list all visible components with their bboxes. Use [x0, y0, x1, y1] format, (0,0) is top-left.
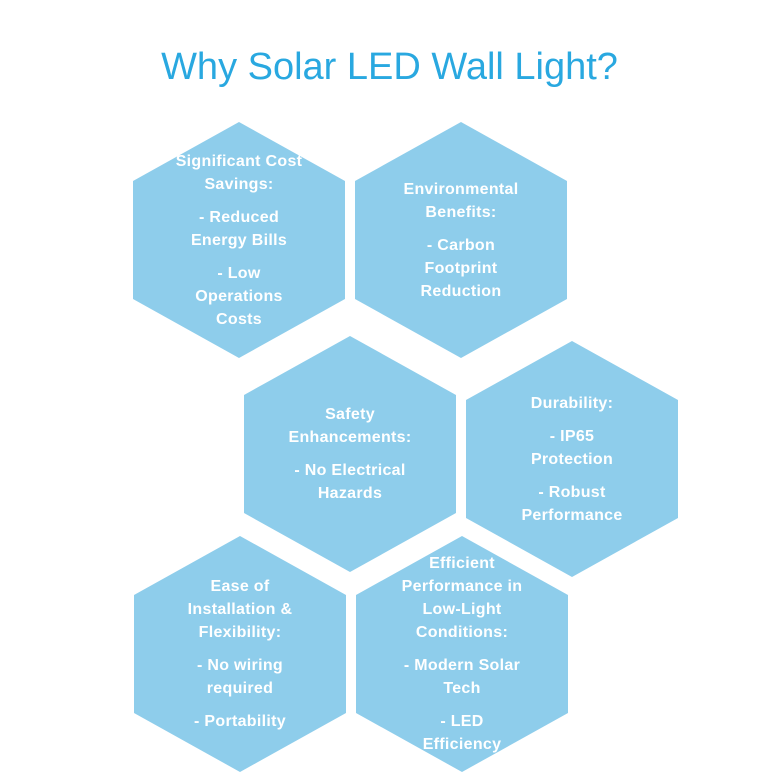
hexagon-shape-icon [356, 536, 568, 772]
hexagon-text-block: Efficient Performance in Low-Light Condi… [356, 536, 568, 772]
hexagon-bullet: - LED Efficiency [422, 713, 502, 753]
hexagon-heading: Significant Cost Savings: [175, 152, 303, 193]
hexagon-cost-savings: Significant Cost Savings: - Reduced Ener… [133, 122, 345, 358]
hexagon-shape-icon [355, 122, 567, 358]
hexagon-bullet: - No wiring required [197, 657, 283, 697]
hexagon-bullet: - Robust Performance [521, 483, 623, 524]
hexagon-text-block: Ease of Installation & Flexibility: - No… [134, 536, 346, 772]
hexagon-text-block: Safety Enhancements: - No Electrical Haz… [244, 336, 456, 572]
hexagon-bullet: - No Electrical Hazards [294, 462, 406, 502]
hexagon-bullet: - Portability [194, 713, 286, 730]
hexagon-bullet: - Reduced Energy Bills [190, 208, 288, 249]
hexagon-environmental-benefits: Environmental Benefits: - Carbon Footpri… [355, 122, 567, 358]
page-title: Why Solar LED Wall Light? [161, 46, 618, 88]
hexagon-heading: Safety Enhancements: [288, 406, 412, 446]
hexagon-durability: Durability: - IP65 Protection - Robust P… [466, 341, 678, 577]
hexagon-text-block: Environmental Benefits: - Carbon Footpri… [355, 122, 567, 358]
hexagon-text-block: Significant Cost Savings: - Reduced Ener… [133, 122, 345, 358]
hexagon-bullet: - IP65 Protection [530, 427, 614, 468]
hexagon-shape-icon [134, 536, 346, 772]
hexagon-bullet: - Low Operations Costs [195, 264, 283, 328]
hexagon-heading: Ease of Installation & Flexibility: [187, 578, 293, 641]
hexagon-bullet: - Modern Solar Tech [403, 657, 521, 697]
hexagon-heading: Efficient Performance in Low-Light Condi… [401, 555, 523, 641]
hexagon-safety-enhancements: Safety Enhancements: - No Electrical Haz… [244, 336, 456, 572]
hexagon-heading: Environmental Benefits: [403, 180, 519, 221]
hexagon-bullet: - Carbon Footprint Reduction [420, 236, 502, 300]
hexagon-shape-icon [466, 341, 678, 577]
hexagon-shape-icon [133, 122, 345, 358]
hexagon-shape-icon [244, 336, 456, 572]
hexagon-text-block: Durability: - IP65 Protection - Robust P… [466, 341, 678, 577]
hexagon-low-light-performance: Efficient Performance in Low-Light Condi… [356, 536, 568, 772]
hexagon-ease-of-installation: Ease of Installation & Flexibility: - No… [134, 536, 346, 772]
hexagon-heading: Durability: [530, 394, 614, 412]
